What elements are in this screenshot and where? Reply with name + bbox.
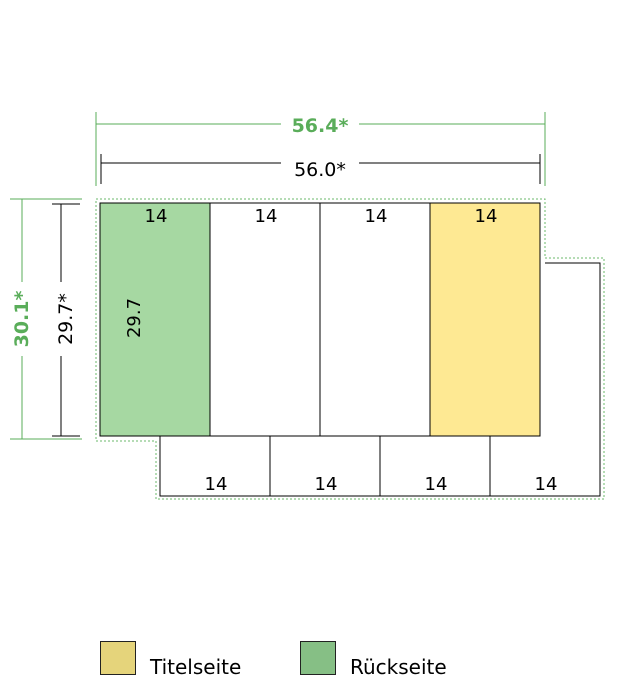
inner-height-label: 29.7* (55, 293, 77, 345)
panel-width-label: 14 (145, 206, 168, 227)
legend-title-label: Titelseite (150, 655, 242, 679)
title-page-panel (429, 202, 541, 437)
inner-width-label: 56.0* (294, 159, 346, 181)
panel-width-label: 14 (475, 206, 498, 227)
outer-width-label: 56.4* (292, 115, 349, 137)
back-cover-panel (99, 202, 211, 437)
inner-panel (209, 202, 321, 437)
panel-width-label: 14 (255, 206, 278, 227)
panel-height-label: 29.7 (124, 298, 145, 338)
folded-panel-width-label: 14 (315, 474, 338, 495)
panel-width-label: 14 (365, 206, 388, 227)
folded-panel-width-label: 14 (425, 474, 448, 495)
outer-dotted-outline (95, 198, 605, 500)
inner-panel (319, 202, 431, 437)
folded-panel-width-label: 14 (535, 474, 558, 495)
legend-back-label: Rückseite (350, 655, 447, 679)
legend-back-swatch (300, 641, 336, 675)
folded-panel-width-label: 14 (205, 474, 228, 495)
folded-panel-outline (159, 262, 601, 497)
legend-title-swatch (100, 641, 136, 675)
outer-height-label: 30.1* (11, 291, 33, 348)
